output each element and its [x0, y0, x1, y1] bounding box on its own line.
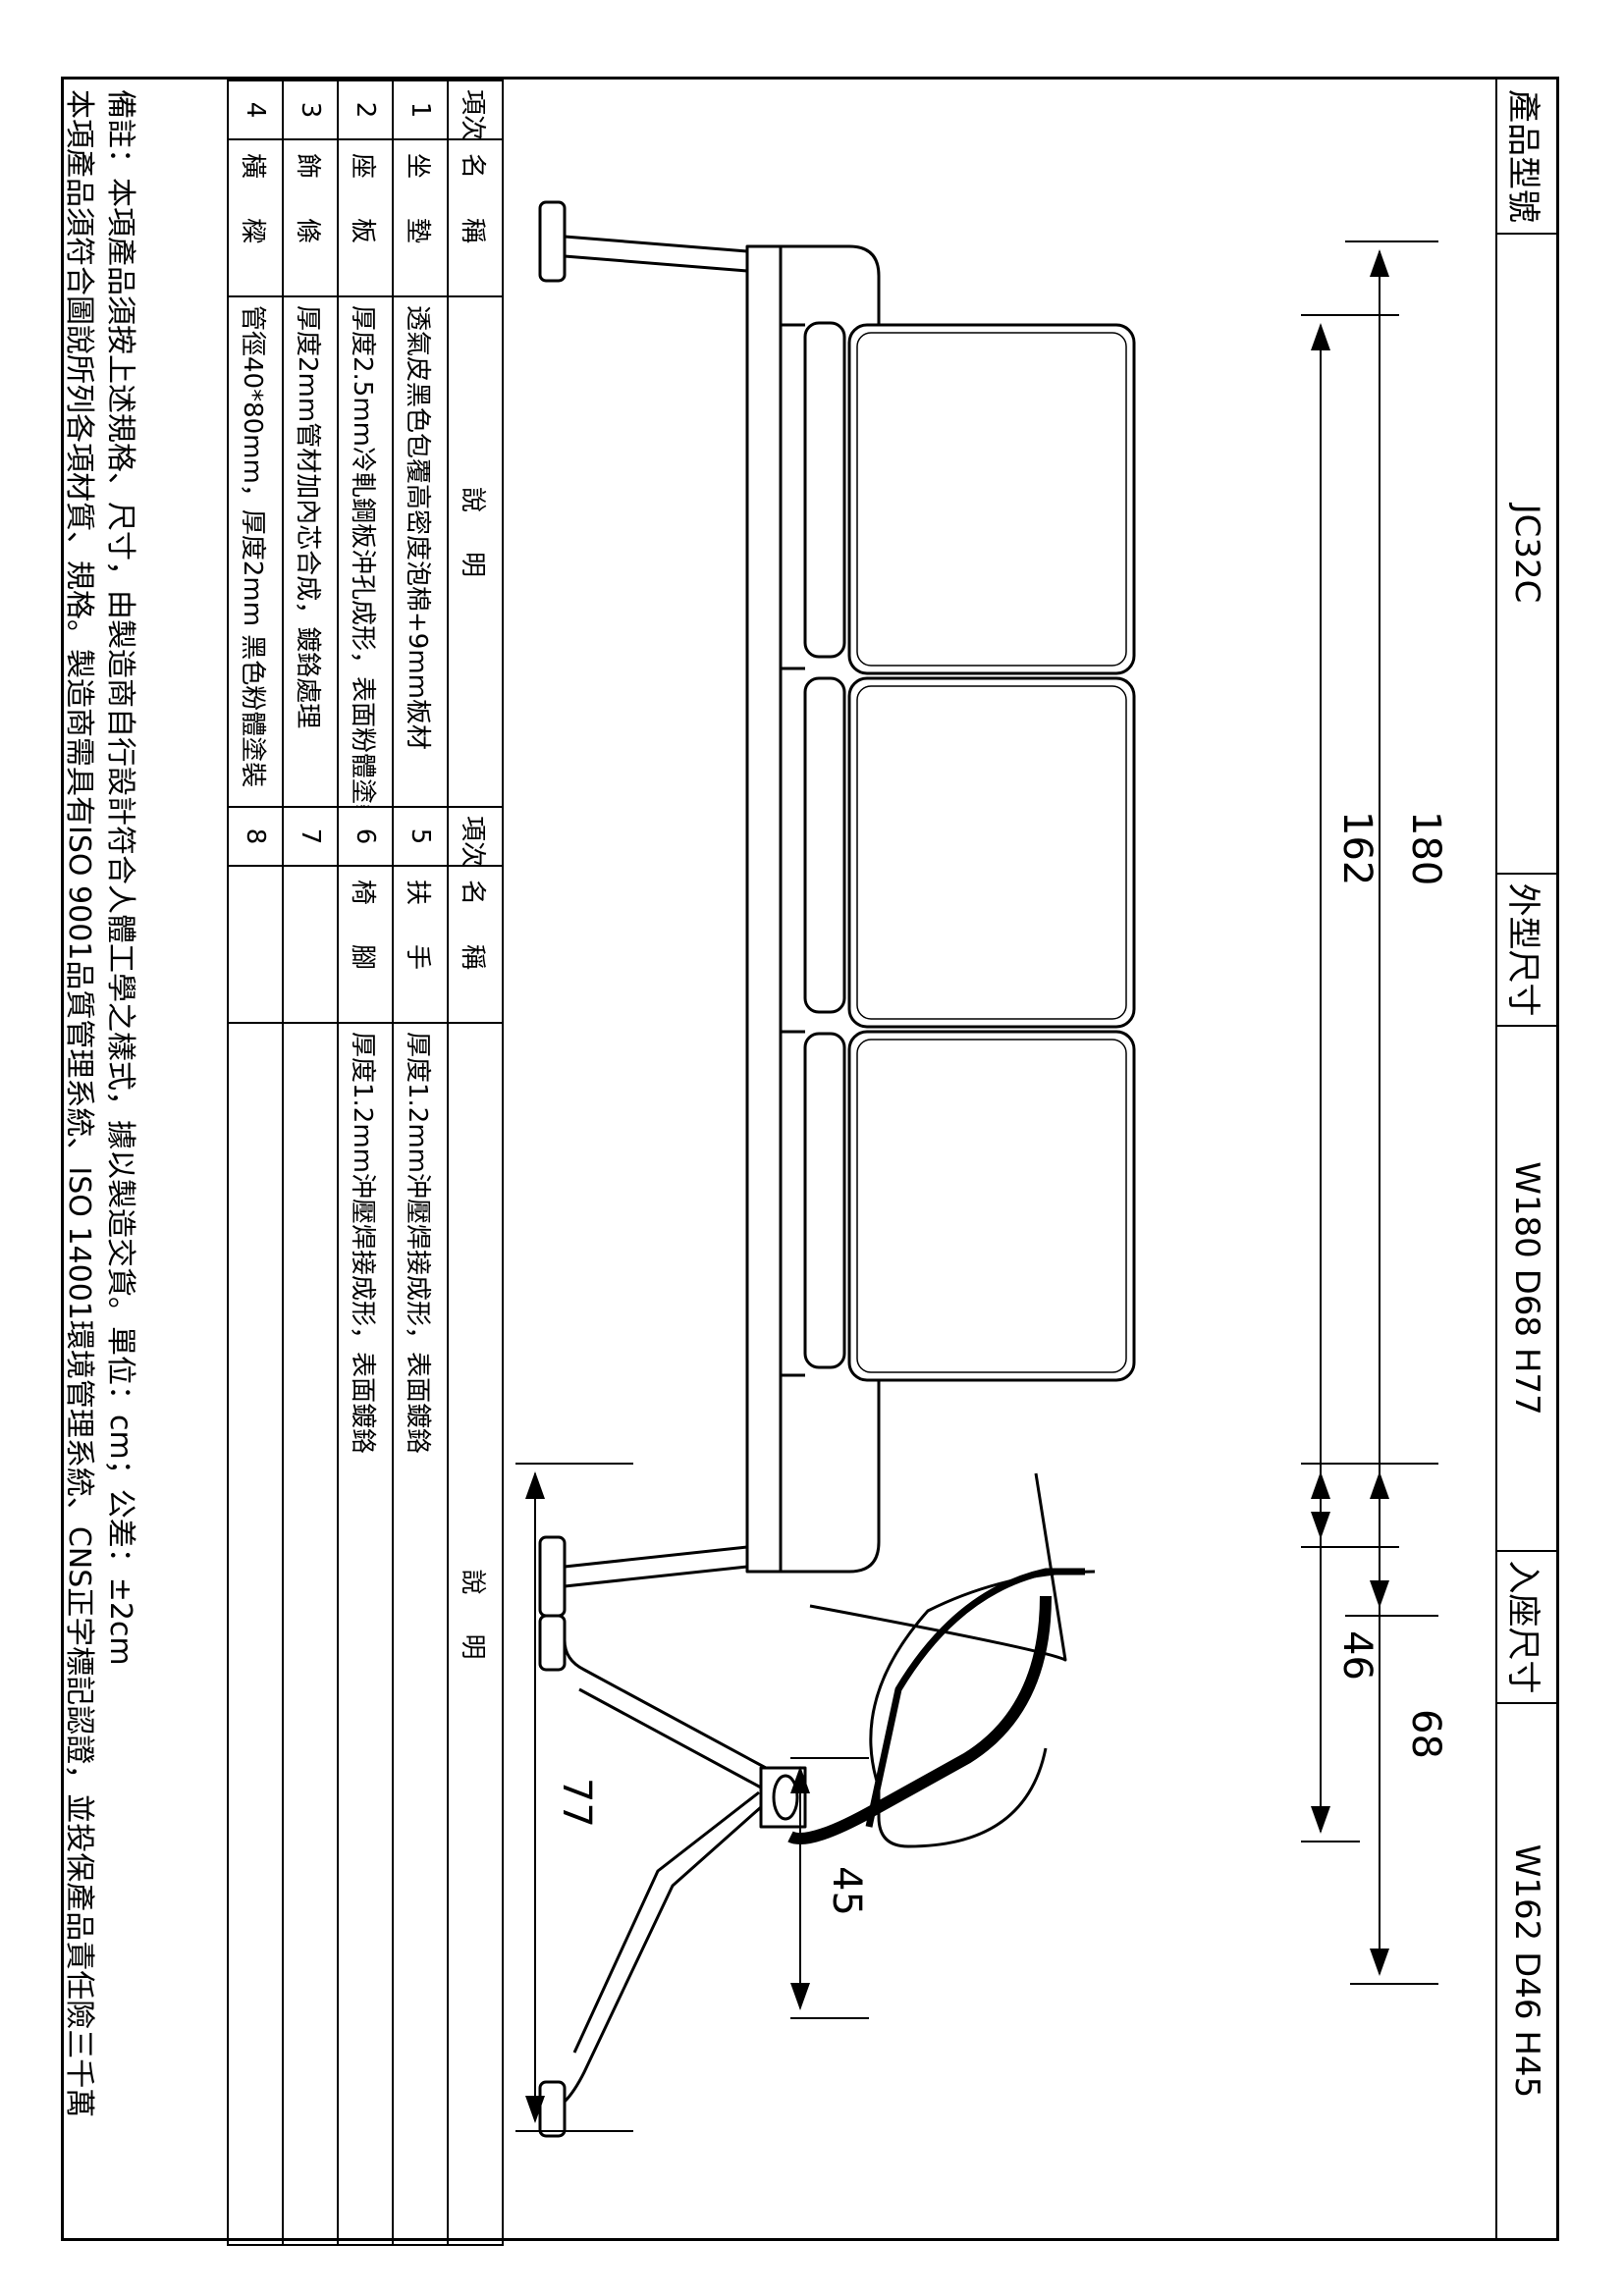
spec-area: 項次 名稱 說明 項次 名稱 說明 1 坐墊 透氣皮黑色包覆高密度泡棉+9mm板…	[58, 80, 504, 2246]
row-no: 1	[393, 80, 448, 139]
side-backrest-lower	[865, 1568, 1085, 1828]
row-desc: 厚度1.2mm沖壓焊接成形，表面鍍鉻	[338, 1023, 393, 2245]
row-name: 椅腳	[338, 866, 393, 1023]
note-line-2: 本項產品須符合圖說所列各項材質、規格。製造商需具有ISO 9001品質管理系統、…	[62, 89, 96, 2118]
row-name: 橫樑	[228, 139, 283, 296]
dim-77-label: 77	[554, 1778, 599, 1828]
seat-3	[803, 1030, 1136, 1382]
dim-162-label: 162	[1334, 811, 1380, 886]
row-name: 扶手	[393, 866, 448, 1023]
row-name: 座板	[338, 139, 393, 296]
side-dimension-46	[1301, 1463, 1360, 1842]
side-dimension-77	[515, 1463, 633, 2132]
dim-68-label: 68	[1403, 1709, 1448, 1759]
beam	[745, 244, 783, 1574]
row-no: 6	[338, 807, 393, 866]
header-desc-right: 說明	[448, 1023, 503, 2245]
row-name	[228, 866, 283, 1023]
front-dimension-162	[1301, 314, 1399, 1548]
row-no: 3	[283, 80, 338, 139]
dim-46-label: 46	[1334, 1630, 1380, 1681]
header-name-right: 名稱	[448, 866, 503, 1023]
drawing-area: 180 162 45 68 46 77	[504, 80, 1556, 2244]
dim-180-label: 180	[1403, 811, 1448, 886]
row-desc	[228, 1023, 283, 2245]
dim-45-label: 45	[824, 1866, 869, 1916]
row-no: 8	[228, 807, 283, 866]
side-dimension-68	[1350, 1463, 1438, 1985]
table-row: 3 飾條 厚度2mm管材加內芯合成，鍍鉻處理 7	[283, 80, 338, 2245]
header-desc-left: 說明	[448, 296, 503, 807]
left-leg	[563, 227, 748, 273]
table-row: 4 橫樑 管徑40*80mm，厚度2mm 黑色粉體塗裝 8	[228, 80, 283, 2245]
note-line-1: 備註：本項產品須按上述規格、尺寸，由製造商自行設計符合人體工學之樣式，據以製造交…	[103, 89, 137, 1666]
row-desc	[283, 1023, 338, 2245]
header-name-left: 名稱	[448, 139, 503, 296]
side-seat-shell	[787, 1595, 1052, 1844]
right-armrest	[771, 1380, 881, 1574]
header-no-left: 項次	[448, 80, 503, 139]
seat-1	[803, 321, 1136, 675]
table-row: 2 座板 厚度2.5mm冷軋鋼板沖孔成形，表面粉體塗裝 6 椅腳 厚度1.2mm…	[338, 80, 393, 2245]
side-bracket	[772, 1774, 799, 1821]
row-name	[283, 866, 338, 1023]
chair-drawings	[515, 200, 1438, 2138]
table-header-row: 項次 名稱 說明 項次 名稱 說明	[448, 80, 503, 2245]
left-armrest	[771, 244, 881, 325]
row-no: 2	[338, 80, 393, 139]
row-no: 7	[283, 807, 338, 866]
landscape-page: 產品型號 JC32C 外型尺寸 W180 D68 H77 入座尺寸 W162 D…	[58, 77, 1559, 2246]
side-armrest	[869, 1570, 1096, 1848]
notes: 備註：本項產品須按上述規格、尺寸，由製造商自行設計符合人體工學之樣式，據以製造交…	[58, 89, 140, 2229]
row-name: 坐墊	[393, 139, 448, 296]
page-frame: 產品型號 JC32C 外型尺寸 W180 D68 H77 入座尺寸 W162 D…	[58, 77, 1559, 2246]
row-desc: 透氣皮黑色包覆高密度泡棉+9mm板材	[393, 296, 448, 807]
row-desc: 厚度1.2mm沖壓焊接成形，表面鍍鉻	[393, 1023, 448, 2245]
row-desc: 厚度2.5mm冷軋鋼板沖孔成形，表面粉體塗裝	[338, 296, 393, 807]
seat-2	[803, 676, 1136, 1029]
row-desc: 管徑40*80mm，厚度2mm 黑色粉體塗裝	[228, 296, 283, 807]
side-leg-front	[563, 1790, 762, 2104]
table-row: 1 坐墊 透氣皮黑色包覆高密度泡棉+9mm板材 5 扶手 厚度1.2mm沖壓焊接…	[393, 80, 448, 2245]
front-dimension-180	[1345, 240, 1438, 1617]
side-leg-rear	[563, 1630, 767, 1789]
row-no: 5	[393, 807, 448, 866]
front-dimension-45	[790, 1757, 869, 2019]
header-no-right: 項次	[448, 807, 503, 866]
side-backrest-outline	[809, 1472, 1067, 1662]
spec-table: 項次 名稱 說明 項次 名稱 說明 1 坐墊 透氣皮黑色包覆高密度泡棉+9mm板…	[227, 80, 504, 2246]
row-desc: 厚度2mm管材加內芯合成，鍍鉻處理	[283, 296, 338, 807]
right-leg	[564, 1545, 748, 1588]
row-name: 飾條	[283, 139, 338, 296]
row-no: 4	[228, 80, 283, 139]
